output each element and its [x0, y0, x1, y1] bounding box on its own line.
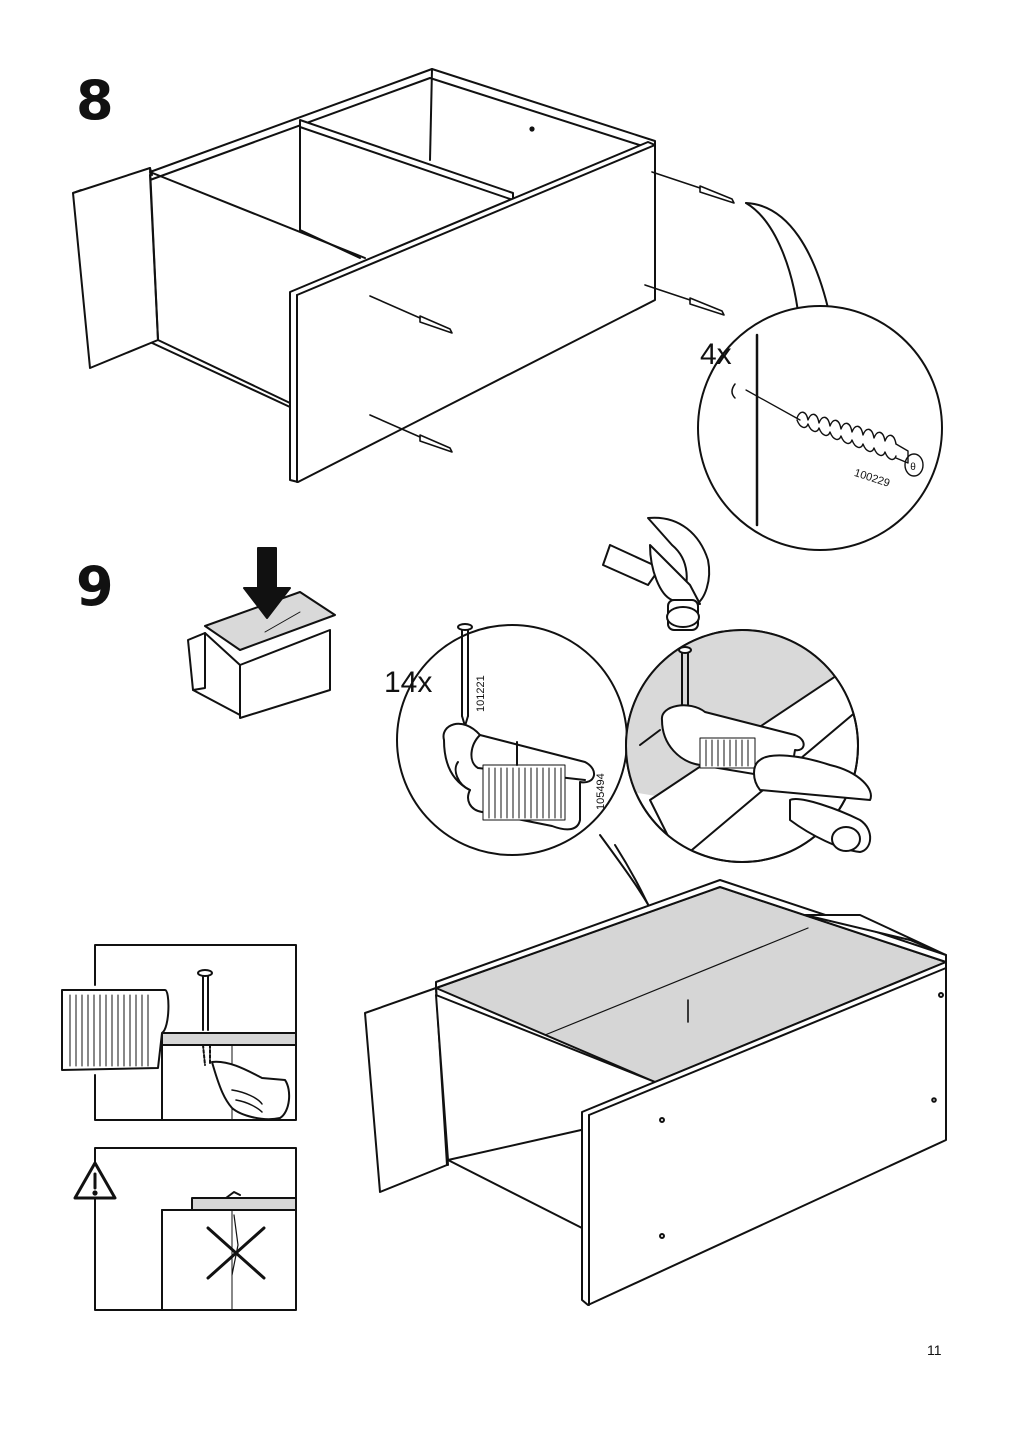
- correct-nailing-detail: [61, 944, 297, 1121]
- step-8-frame-illustration: θ: [72, 68, 943, 551]
- step-9-bumper-part-number: 105494: [595, 773, 607, 810]
- step-8-quantity: 4x: [700, 338, 732, 371]
- incorrect-nailing-detail: [73, 1147, 297, 1311]
- step-9-quantity: 14x: [384, 666, 433, 699]
- svg-text:θ: θ: [910, 462, 916, 473]
- step-9-box-illustration: [364, 879, 947, 1306]
- step-9-parts-callout: [396, 623, 691, 1026]
- step-9-number: 9: [76, 555, 114, 618]
- step-9-hammer-detail: [602, 516, 872, 863]
- down-arrow-icon: [243, 547, 291, 619]
- step-9-nail-part-number: 101221: [475, 675, 487, 712]
- step-8-number: 8: [76, 69, 114, 132]
- step-9-thumbnail: [187, 547, 336, 719]
- page-number: 11: [927, 1342, 942, 1358]
